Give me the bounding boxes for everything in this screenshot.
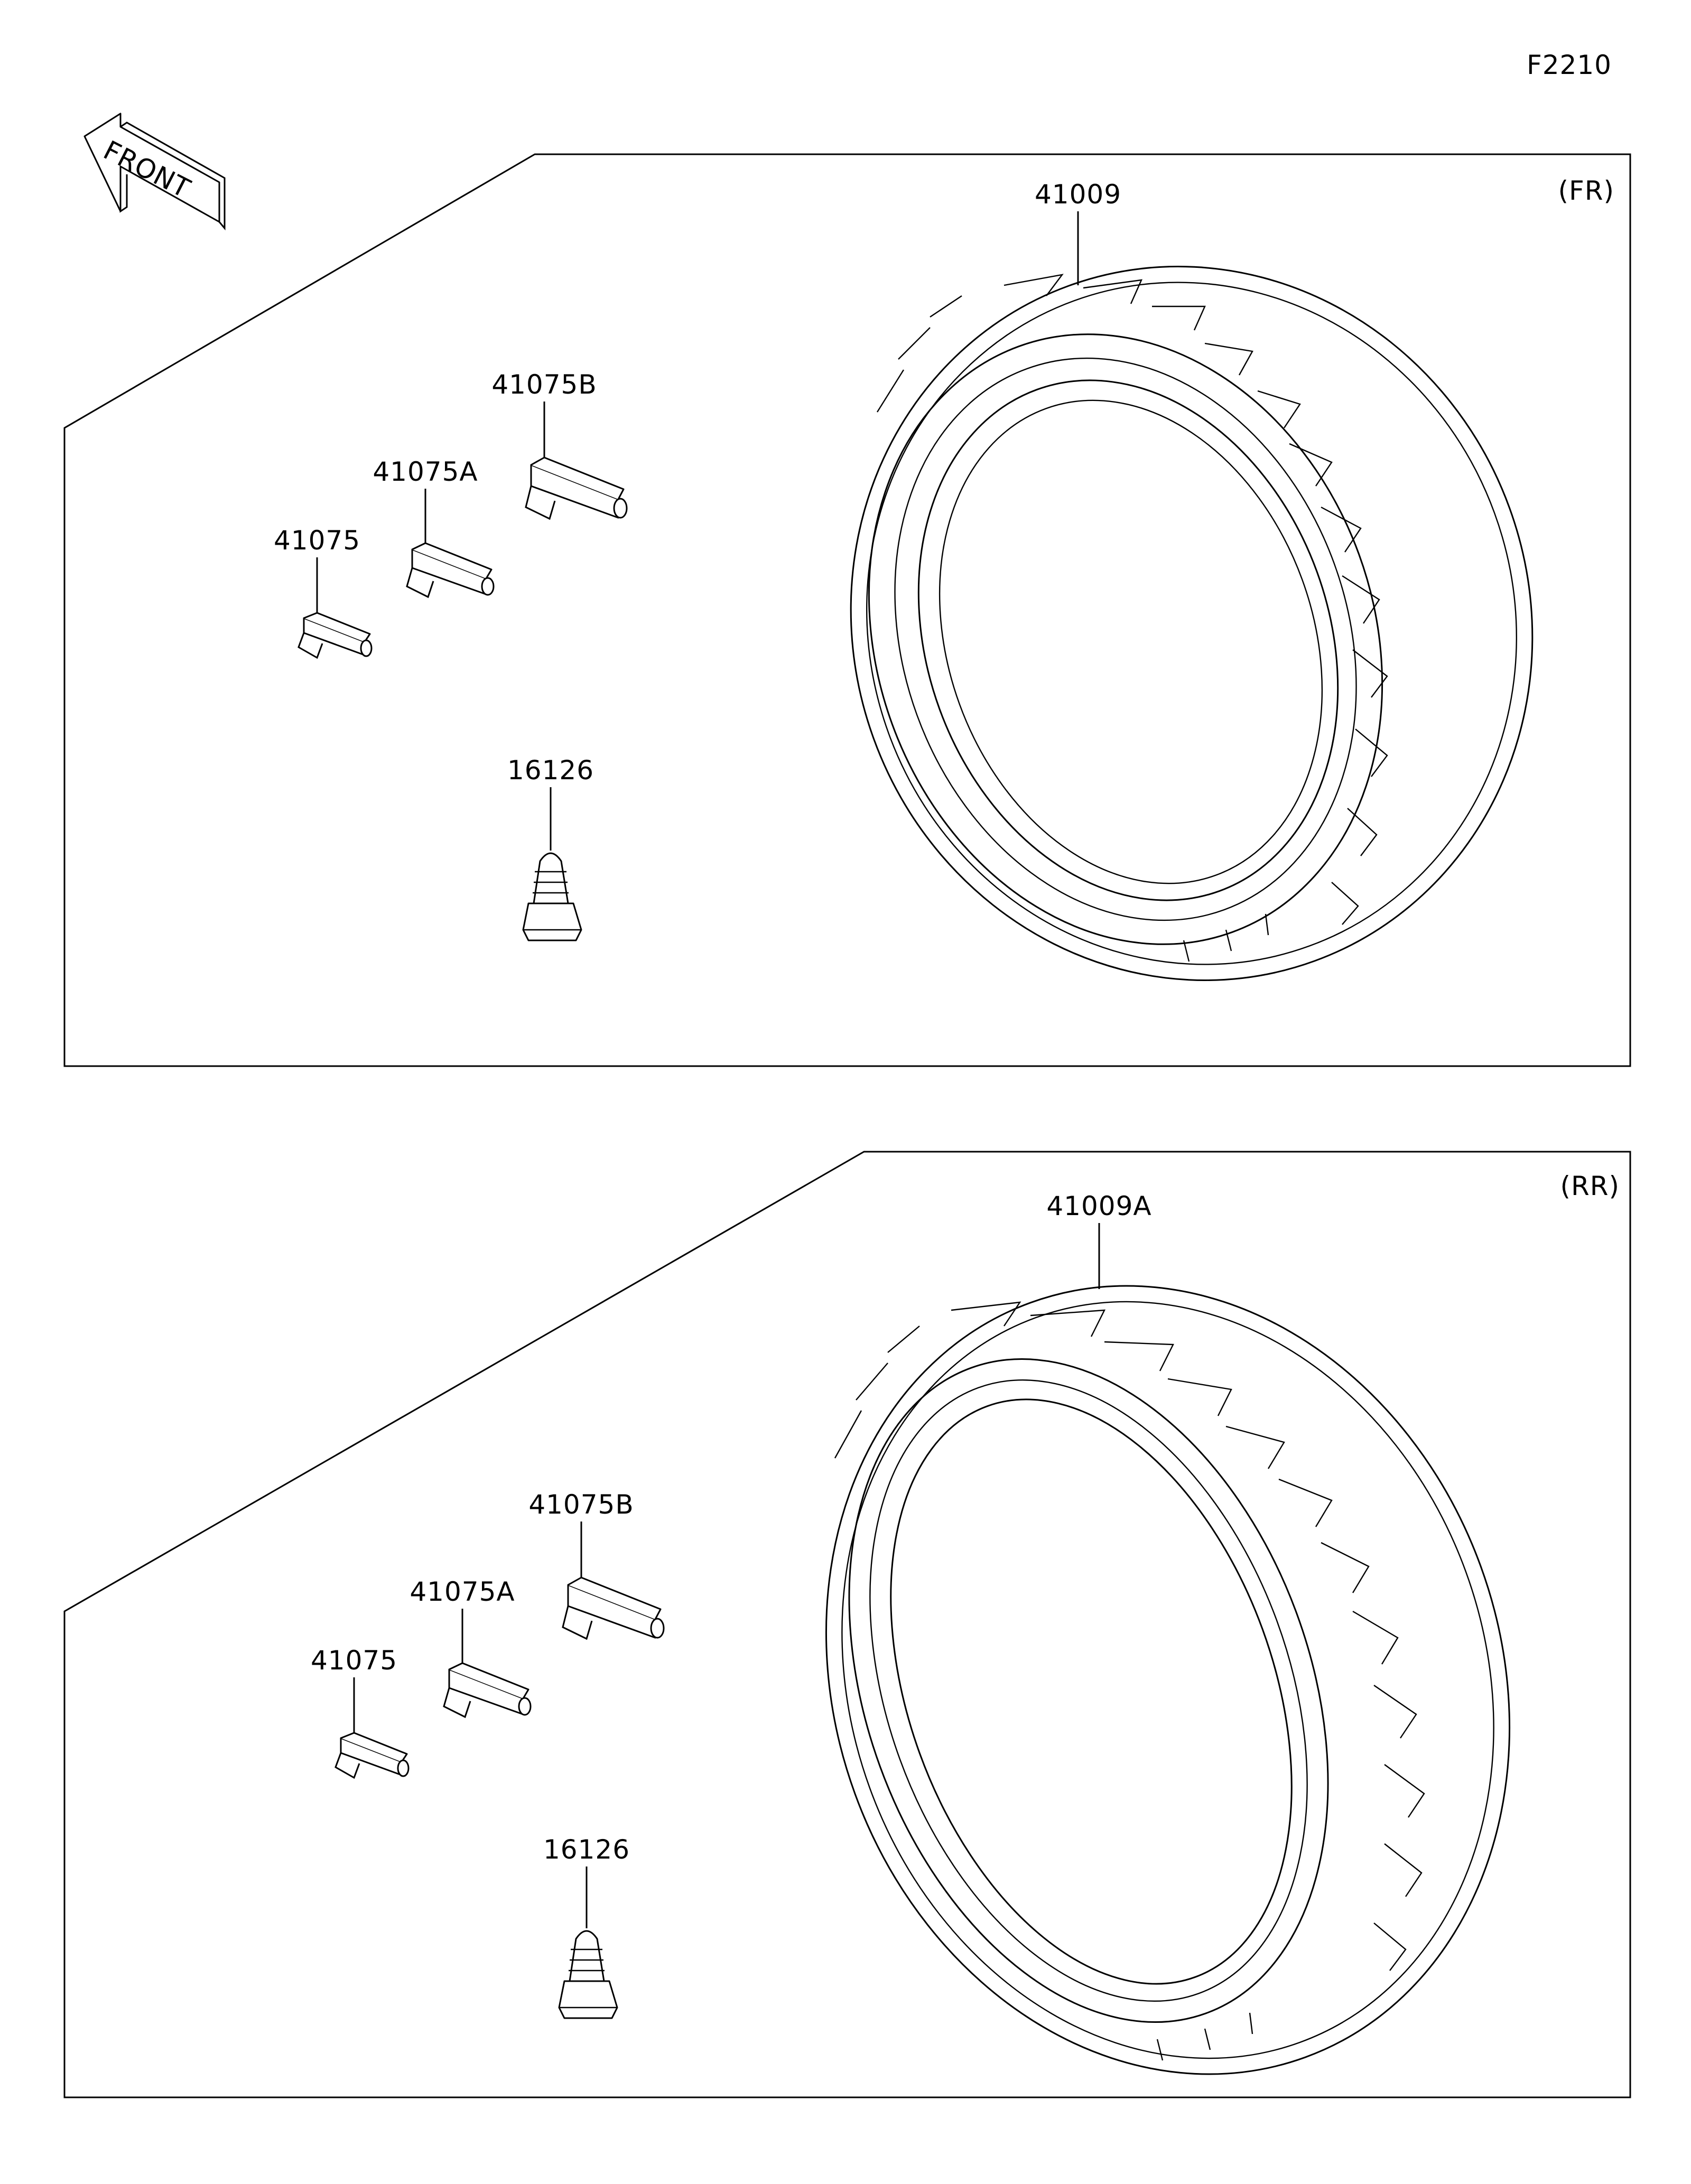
panel-rear-tag: (RR) xyxy=(1560,1171,1620,1201)
panel-rear: (RR) xyxy=(63,1151,1631,2098)
rear-weight-b-icon xyxy=(562,1576,665,1640)
rear-tire-label: 41009A xyxy=(1046,1191,1151,1221)
front-weight-b-icon xyxy=(525,456,628,520)
front-weight-a-label: 41075A xyxy=(373,456,478,487)
panel-front-tag: (FR) xyxy=(1558,175,1614,206)
front-tire xyxy=(850,263,1534,981)
rear-valve-label: 16126 xyxy=(543,1834,630,1865)
rear-weight-label: 41075 xyxy=(311,1645,397,1676)
front-valve-label: 16126 xyxy=(507,755,594,786)
front-weight-label: 41075 xyxy=(274,525,360,556)
front-weight-b-label: 41075B xyxy=(491,369,597,400)
rear-weight-a-label: 41075A xyxy=(410,1576,515,1607)
panel-rear-border xyxy=(63,1151,1631,2098)
rear-weight-icon xyxy=(335,1732,410,1779)
front-weight-icon xyxy=(298,612,373,659)
front-weight-a-icon xyxy=(406,542,495,599)
rear-valve-icon xyxy=(558,1930,618,2019)
panel-front-border xyxy=(63,153,1631,1067)
rear-weight-b-label: 41075B xyxy=(528,1489,634,1520)
front-valve-icon xyxy=(522,852,582,941)
front-tire-tread xyxy=(876,274,1388,962)
front-arrow-icon: FRONT xyxy=(83,113,226,231)
front-tire-label: 41009 xyxy=(1035,179,1121,210)
panel-front: (FR) xyxy=(63,153,1631,1067)
rear-tire-tread xyxy=(834,1301,1425,2061)
diagram-code: F2210 xyxy=(1527,50,1612,80)
rear-weight-a-icon xyxy=(443,1662,532,1719)
rear-tire xyxy=(825,1285,1511,2075)
